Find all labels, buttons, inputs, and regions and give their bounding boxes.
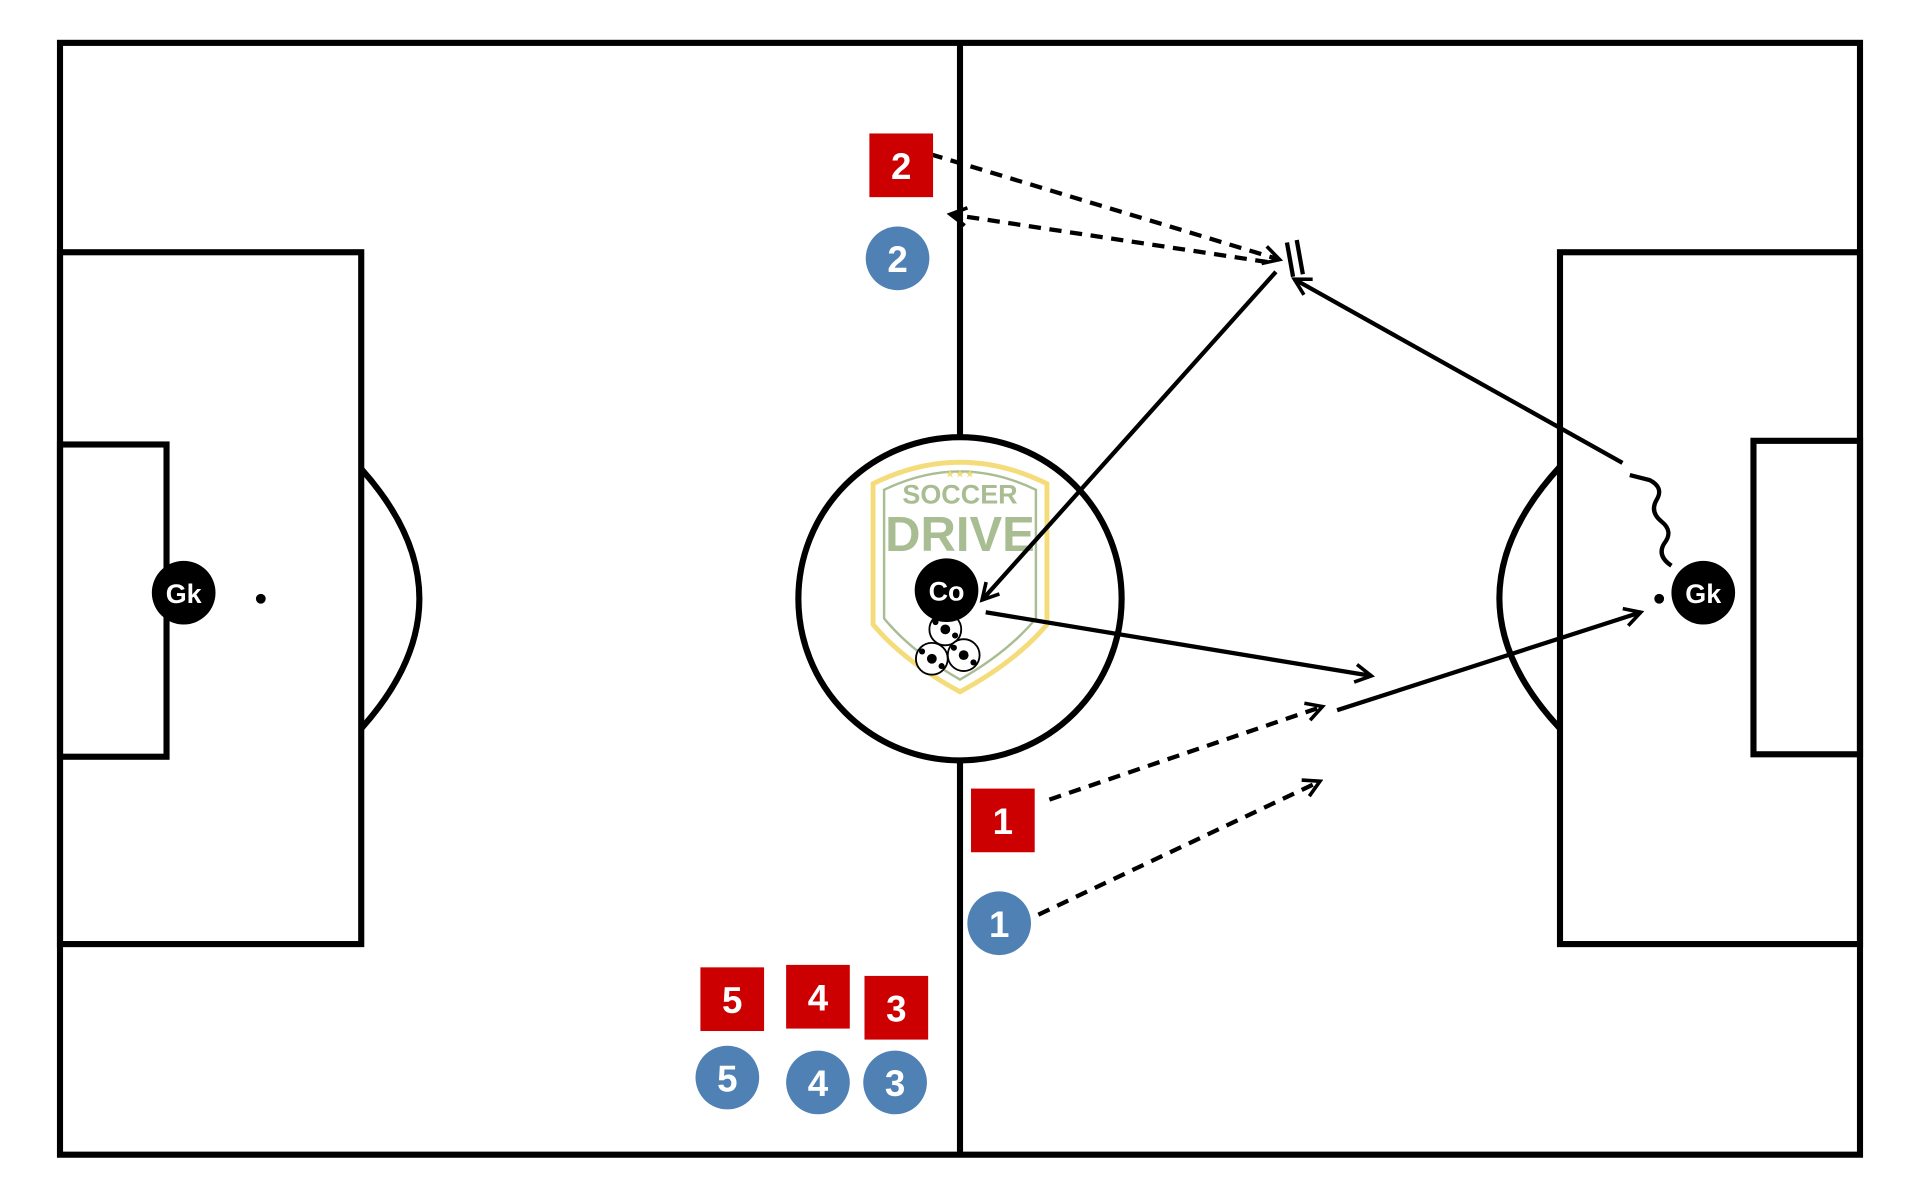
left-goal-box — [56, 441, 170, 760]
blue-player-3[interactable]: 3 — [863, 1050, 927, 1115]
coach-label: Co — [929, 576, 965, 606]
movement-lines — [929, 152, 1673, 917]
soccer-ball-icon — [915, 641, 949, 676]
player-number: 3 — [885, 1063, 905, 1104]
blue-player-1[interactable]: 1 — [967, 891, 1032, 956]
soccer-ball-icon — [928, 612, 963, 647]
player-number: 5 — [717, 1058, 737, 1099]
player-number: 1 — [993, 801, 1013, 842]
logo-text-soccer: SOCCER — [902, 479, 1017, 509]
run-blue-1 — [1037, 781, 1320, 917]
player-number: 4 — [808, 977, 829, 1018]
pass-from-coach — [985, 610, 1372, 676]
red-player-1[interactable]: 1 — [971, 788, 1035, 853]
player-number: 4 — [808, 1063, 829, 1104]
blue-player-2[interactable]: 2 — [865, 226, 930, 291]
soccer-ball-icon — [946, 638, 981, 672]
run-red-2 — [929, 152, 1280, 259]
goalkeeper-label: Gk — [1685, 579, 1721, 609]
pass-from-goalkeeper — [1294, 277, 1624, 465]
center-circle — [795, 434, 1125, 764]
run-blue-2 — [950, 214, 1268, 265]
goalkeeper-left[interactable]: Gk — [151, 560, 216, 625]
red-player-5[interactable]: 5 — [700, 967, 765, 1032]
soccer-balls — [915, 612, 981, 676]
right-penalty-arc — [1496, 464, 1563, 731]
player-number: 5 — [722, 980, 742, 1021]
svg-text:★★★: ★★★ — [945, 469, 975, 481]
player-number: 3 — [886, 988, 906, 1029]
shot-on-goal — [1336, 612, 1641, 713]
logo-text-drive: DRIVE — [885, 508, 1035, 562]
coach[interactable]: Co — [914, 558, 979, 623]
pass-marker — [1294, 239, 1305, 275]
red-player-2[interactable]: 2 — [869, 133, 934, 198]
red-player-3[interactable]: 3 — [864, 975, 929, 1040]
player-number: 1 — [989, 904, 1009, 945]
pass-marker — [1284, 242, 1296, 278]
pass-to-coach — [982, 270, 1278, 600]
goalkeeper-right[interactable]: Gk — [1671, 560, 1736, 625]
dribble-goalkeeper — [1629, 473, 1673, 568]
right-goal-box — [1750, 437, 1864, 758]
run-red-1 — [1048, 707, 1322, 802]
pitch-markings — [56, 39, 1864, 1158]
blue-player-5[interactable]: 5 — [695, 1045, 760, 1110]
left-penalty-arc — [358, 466, 423, 731]
blue-player-4[interactable]: 4 — [786, 1050, 850, 1115]
left-penalty-spot — [255, 593, 266, 604]
goalkeeper-label: Gk — [166, 579, 202, 609]
player-number: 2 — [887, 239, 907, 280]
player-number: 2 — [891, 146, 911, 187]
right-penalty-spot — [1654, 593, 1665, 604]
red-player-4[interactable]: 4 — [786, 964, 850, 1029]
